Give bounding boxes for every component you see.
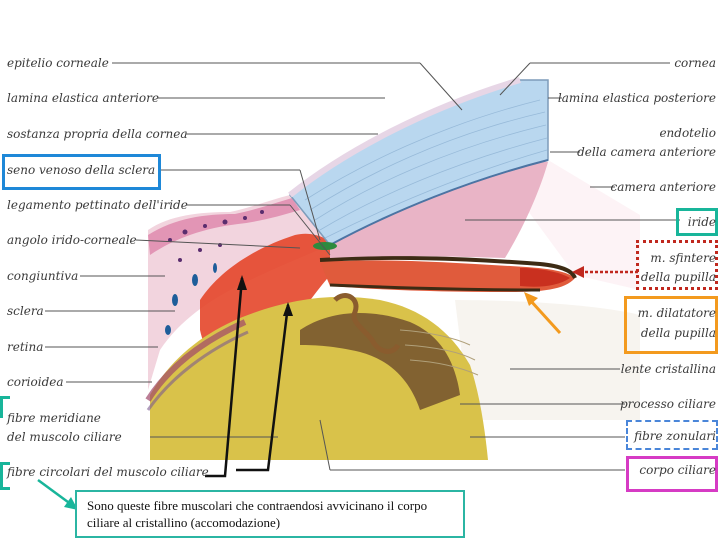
- cornea-posterior-edge: [329, 159, 549, 246]
- leader-lines-left: [45, 62, 463, 438]
- retina-layer: [146, 330, 249, 411]
- pointer-lines: [205, 277, 290, 478]
- dilator-arrow: [528, 298, 562, 335]
- label-fibre-circolari: fibre circolari del muscolo ciliare: [7, 465, 209, 479]
- anterior-chamber: [520, 160, 640, 290]
- explanation-note: Sono queste fibre muscolari che contraen…: [75, 490, 465, 538]
- ciliary-process: [333, 293, 401, 354]
- label-camera-anteriore-endotelio: della camera anteriore: [577, 145, 716, 159]
- cornea-epithelium: [288, 77, 521, 198]
- highlight-sfintere: [636, 240, 718, 290]
- sphincter-arrowhead: [572, 266, 584, 278]
- label-angolo-irido-corneale: angolo irido-corneale: [7, 233, 137, 247]
- pointer-arrowhead-1: [237, 275, 247, 290]
- label-sfintere-pupilla: della pupilla: [640, 270, 716, 284]
- ciliary-body-dark: [300, 312, 460, 410]
- label-sostanza-propria: sostanza propria della cornea: [7, 127, 188, 141]
- label-iride: iride: [687, 215, 716, 229]
- leader-lines-right: [319, 62, 680, 471]
- label-m-dilatatore: m. dilatatore: [637, 306, 716, 320]
- label-lamina-elastica-anteriore: lamina elastica anteriore: [7, 91, 159, 105]
- label-corpo-ciliare: corpo ciliare: [639, 463, 716, 477]
- iris-top-edge: [319, 255, 577, 279]
- highlight-seno-venoso: [2, 154, 161, 190]
- label-cornea: cornea: [674, 56, 716, 70]
- label-fibre-meridiane: fibre meridiane: [7, 411, 101, 425]
- choroid-layer: [145, 319, 247, 402]
- label-corioidea: corioidea: [7, 375, 64, 389]
- sclera-blue-cells: [165, 263, 217, 335]
- label-m-sfintere: m. sfintere: [650, 251, 716, 265]
- highlight-dilatatore: [624, 296, 718, 354]
- highlight-iride: [676, 208, 718, 236]
- zonular-fibers: [399, 329, 479, 376]
- highlight-fibre-meridiane-bracket: [0, 396, 10, 418]
- label-fibre-zonulari: fibre zonulari: [634, 429, 716, 443]
- label-lamina-elastica-posteriore: lamina elastica posteriore: [557, 91, 716, 105]
- scleral-venous-sinus: [313, 242, 337, 250]
- highlight-fibre-circolari-bracket: [0, 462, 10, 490]
- sphincter-muscle: [520, 268, 570, 287]
- label-congiuntiva: congiuntiva: [7, 269, 79, 283]
- highlight-corpo-ciliare: [626, 456, 718, 492]
- label-endotelio: endotelio: [659, 126, 716, 140]
- label-muscolo-ciliare: del muscolo ciliare: [7, 430, 122, 444]
- cornea-lamellae: [304, 99, 548, 239]
- highlight-fibre-zonulari: [626, 420, 718, 450]
- iris: [320, 260, 575, 292]
- label-camera-anteriore: camera anteriore: [610, 180, 716, 194]
- pectinate-ligament: [330, 160, 548, 258]
- note-arrowhead: [64, 497, 78, 510]
- label-processo-ciliare: processo ciliare: [619, 397, 716, 411]
- label-legamento-pettinato: legamento pettinato dell'iride: [7, 198, 188, 212]
- lens-region: [455, 300, 640, 420]
- label-epitelio-corneale: epitelio corneale: [7, 56, 109, 70]
- label-sclera: sclera: [7, 304, 44, 318]
- label-lente-cristallina: lente cristallina: [620, 362, 716, 376]
- pointer-arrowhead-2: [283, 302, 293, 316]
- label-retina: retina: [7, 340, 44, 354]
- label-seno-venoso: seno venoso della sclera: [7, 163, 156, 177]
- iris-inner-band: [329, 283, 541, 292]
- label-dilatatore-pupilla: della pupilla: [640, 326, 716, 340]
- dilator-arrowhead: [524, 292, 538, 306]
- note-arrow: [37, 478, 73, 507]
